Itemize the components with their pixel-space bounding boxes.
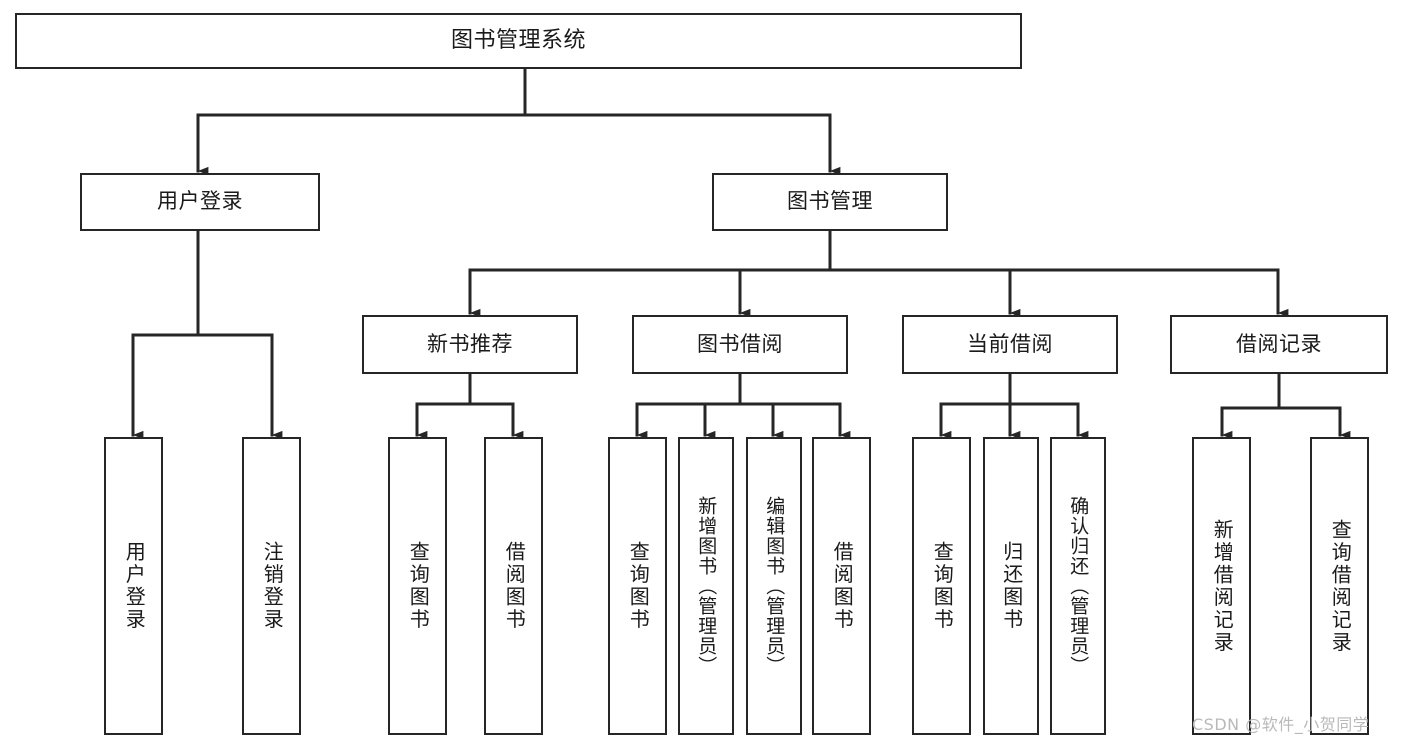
node-label: 查询借阅记录: [1328, 518, 1353, 654]
node-label: 查询图书: [626, 541, 651, 631]
node-label: 编辑图书（管理员）: [763, 496, 786, 676]
node-label: 查询图书: [930, 541, 955, 631]
node-label: 用户登录: [157, 189, 243, 214]
node-label: 用户登录: [122, 541, 147, 631]
node-new-book-rec: 新书推荐: [362, 315, 578, 374]
node-leaf-query-record: 查询借阅记录: [1310, 437, 1369, 735]
node-label: 图书管理: [787, 189, 873, 214]
node-label: 新增图书（管理员）: [695, 496, 718, 676]
node-leaf-query-book-current: 查询图书: [912, 437, 971, 735]
node-label: 图书借阅: [697, 331, 783, 356]
node-leaf-confirm-return: 确认归还（管理员）: [1050, 437, 1106, 735]
node-label: 确认归还（管理员）: [1067, 496, 1090, 676]
node-leaf-add-book: 新增图书（管理员）: [678, 437, 734, 735]
node-borrow-record: 借阅记录: [1170, 315, 1388, 374]
node-label: 图书管理系统: [450, 27, 586, 53]
node-root-system: 图书管理系统: [15, 13, 1022, 69]
node-leaf-query-book-rec: 查询图书: [388, 437, 447, 735]
node-label: 新增借阅记录: [1210, 518, 1235, 654]
node-leaf-logout: 注销登录: [242, 437, 301, 735]
node-book-manage: 图书管理: [712, 173, 948, 231]
node-label: 新书推荐: [427, 331, 513, 356]
node-leaf-user-login: 用户登录: [104, 437, 163, 735]
node-leaf-edit-book: 编辑图书（管理员）: [746, 437, 802, 735]
watermark-text: CSDN @软件_小贺同学: [1192, 715, 1370, 734]
node-label: 注销登录: [260, 541, 285, 631]
node-label: 归还图书: [999, 541, 1024, 631]
edge-group: [131, 67, 1351, 440]
node-leaf-borrow-book-rec: 借阅图书: [484, 437, 543, 735]
node-label: 借阅图书: [502, 541, 527, 631]
node-book-borrow: 图书借阅: [632, 315, 848, 374]
node-label: 借阅图书: [830, 541, 855, 631]
node-label: 当前借阅: [967, 331, 1053, 356]
node-label: 借阅记录: [1236, 331, 1322, 356]
node-leaf-add-record: 新增借阅记录: [1192, 437, 1251, 735]
node-leaf-return-book: 归还图书: [983, 437, 1039, 735]
node-label: 查询图书: [406, 541, 431, 631]
node-leaf-borrow-book: 借阅图书: [812, 437, 871, 735]
node-current-borrow: 当前借阅: [902, 315, 1118, 374]
node-leaf-query-book-borrow: 查询图书: [608, 437, 667, 735]
node-user-login: 用户登录: [80, 173, 320, 231]
